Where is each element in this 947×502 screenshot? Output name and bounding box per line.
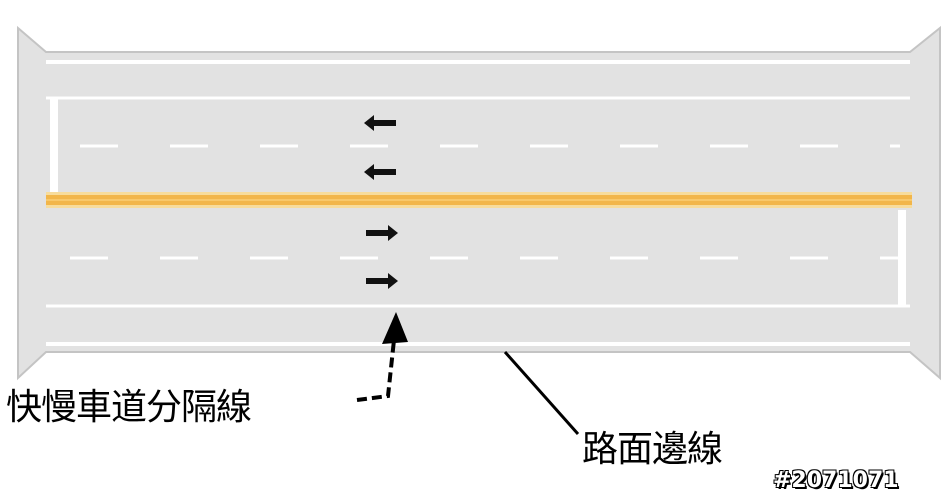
left-lane-end-stub (50, 98, 58, 194)
divider-callout-arrowhead (382, 312, 408, 344)
right-arrow-icon (366, 273, 398, 289)
road-edge-line-label: 路面邊線 (582, 429, 723, 470)
right-arrow-icon (366, 225, 398, 241)
edge-callout-line (503, 351, 580, 435)
right-lane-end-stub (898, 210, 906, 306)
left-arrow-icon (364, 164, 396, 180)
watermark: #2071071 (773, 468, 899, 493)
left-arrow-icon (364, 115, 396, 131)
divider-callout-line (356, 339, 396, 402)
fast-slow-divider-label: 快慢車道分隔線 (6, 387, 252, 428)
